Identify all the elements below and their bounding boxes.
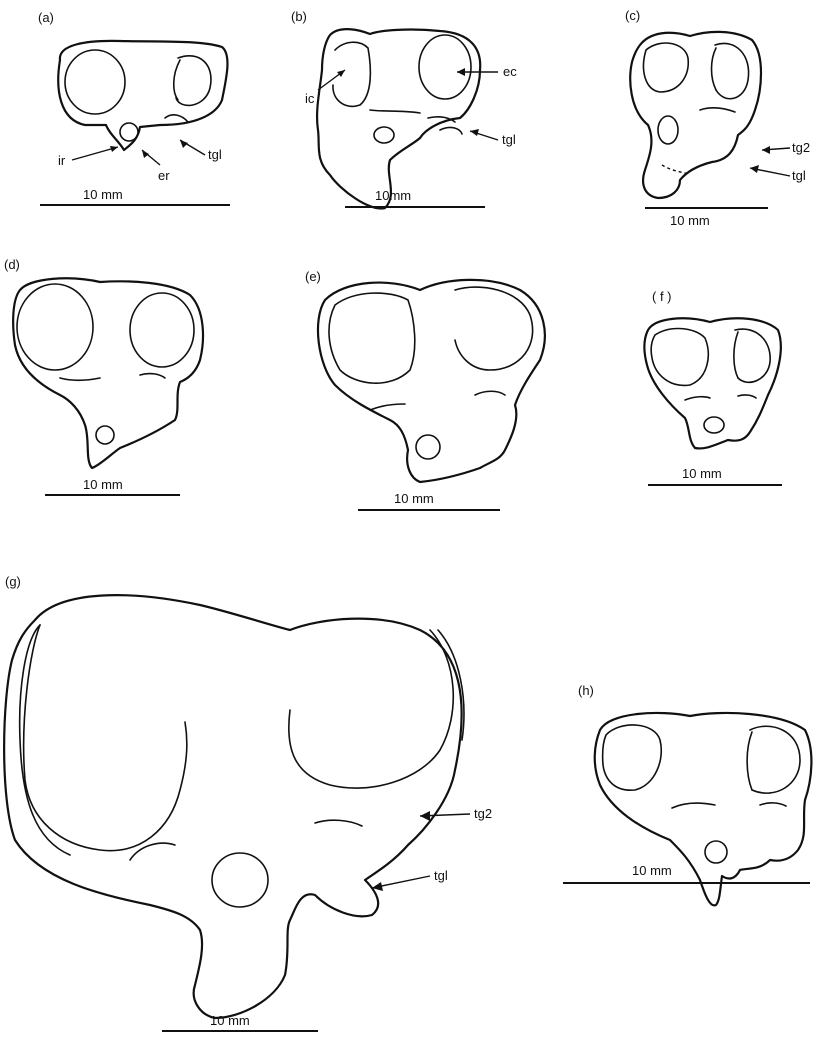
panel-c-foramen bbox=[658, 116, 678, 144]
panel-f-outline bbox=[644, 318, 780, 448]
panel-c-suture bbox=[662, 165, 690, 174]
panel-e-orbit-right bbox=[455, 287, 533, 370]
panel-a-label: (a) bbox=[38, 10, 54, 25]
panel-f-orbit-right-inner bbox=[734, 332, 738, 378]
panel-e-foramen bbox=[416, 435, 440, 459]
panel-g-tg2-arrowhead bbox=[420, 811, 430, 821]
panel-a-foramen bbox=[120, 123, 138, 141]
panel-a-tgl-arrowhead bbox=[180, 140, 188, 148]
panel-b-label: (b) bbox=[291, 9, 307, 24]
panel-b-outline bbox=[317, 29, 480, 208]
panel-b-ec-label: ec bbox=[503, 64, 517, 79]
panel-e: (e) 10 mm bbox=[305, 269, 545, 510]
panel-e-ridge-1 bbox=[370, 404, 405, 410]
panel-c: (c) tg2 tgl 10 mm bbox=[625, 8, 810, 228]
panel-d-ridge-1 bbox=[60, 378, 100, 380]
panel-d-foramen bbox=[96, 426, 114, 444]
panel-d-ridge-2 bbox=[140, 374, 165, 378]
panel-h-ridge-2 bbox=[760, 803, 786, 806]
panel-c-label: (c) bbox=[625, 8, 640, 23]
panel-g-orbit-left-inner bbox=[20, 625, 70, 855]
panel-d-orbit-right bbox=[130, 293, 194, 367]
panel-b-tg-line bbox=[440, 127, 462, 134]
panel-f-label: ( f ) bbox=[652, 289, 672, 304]
panel-e-scale-text: 10 mm bbox=[394, 491, 434, 506]
panel-g-orbit-right bbox=[289, 630, 453, 788]
panel-g-orbit-left bbox=[24, 625, 187, 851]
panel-h-outline bbox=[595, 713, 812, 905]
panel-b: (b) ic ec tgl 10mm bbox=[291, 9, 517, 208]
panel-c-tg2-arrowhead bbox=[762, 146, 770, 154]
panel-h-label: (h) bbox=[578, 683, 594, 698]
panel-a: (a) ir er tgl 10 mm bbox=[38, 10, 230, 205]
panel-h-orbit-left bbox=[603, 725, 662, 790]
panel-h-orbit-right-inner bbox=[747, 732, 752, 790]
panel-c-orbit-right bbox=[715, 43, 749, 98]
panel-f-ridge-1 bbox=[685, 397, 710, 400]
panel-c-orbit-right-inner bbox=[712, 48, 717, 90]
panel-d-outline bbox=[13, 278, 203, 468]
panel-f-scale-text: 10 mm bbox=[682, 466, 722, 481]
panel-h-ridge-1 bbox=[672, 803, 715, 808]
panel-a-outline bbox=[58, 41, 227, 150]
panel-e-label: (e) bbox=[305, 269, 321, 284]
panel-d: (d) 10 mm bbox=[4, 257, 203, 495]
panel-d-scale-text: 10 mm bbox=[83, 477, 123, 492]
panel-c-orbit-left bbox=[644, 43, 689, 92]
panel-h-scale-text: 10 mm bbox=[632, 863, 672, 878]
panel-g-tgl-label: tgl bbox=[434, 868, 448, 883]
panel-g: (g) tg2 tgl 10 mm bbox=[4, 574, 492, 1031]
panel-g-scale-text: 10 mm bbox=[210, 1013, 250, 1028]
panel-c-tgl-label: tgl bbox=[792, 168, 806, 183]
panel-b-foramen bbox=[374, 127, 394, 143]
panel-h-orbit-right bbox=[750, 726, 800, 793]
panel-c-tgl-arrowhead bbox=[750, 165, 759, 173]
panel-f-ridge-2 bbox=[738, 395, 756, 398]
panel-g-label: (g) bbox=[5, 574, 21, 589]
panel-g-ridge-2 bbox=[315, 820, 362, 826]
panel-c-outline bbox=[630, 32, 761, 198]
panel-c-ridge bbox=[700, 108, 735, 112]
panel-a-orbit-right-inner bbox=[174, 60, 180, 100]
panel-a-tg-line bbox=[165, 115, 188, 122]
panel-h: (h) 10 mm bbox=[563, 683, 811, 905]
panel-h-foramen bbox=[705, 841, 727, 863]
panel-b-tgl-label: tgl bbox=[502, 132, 516, 147]
panel-a-tgl-label: tgl bbox=[208, 147, 222, 162]
panel-e-orbit-left bbox=[329, 293, 415, 383]
panel-a-er-label: er bbox=[158, 168, 170, 183]
panel-b-ic-label: ic bbox=[305, 91, 315, 106]
panel-b-ic-arrowhead bbox=[337, 70, 345, 77]
panel-f: ( f ) 10 mm bbox=[644, 289, 782, 485]
panel-d-orbit-left bbox=[17, 284, 93, 370]
panel-b-ridge-1 bbox=[370, 110, 420, 113]
panel-f-orbit-left bbox=[651, 329, 708, 386]
panel-a-scale-text: 10 mm bbox=[83, 187, 123, 202]
panel-a-er-arrowhead bbox=[142, 150, 149, 158]
panel-e-outline bbox=[318, 280, 545, 482]
panel-a-orbit-left bbox=[65, 50, 125, 114]
panel-b-orbit-right bbox=[419, 35, 471, 99]
panel-c-scale-text: 10 mm bbox=[670, 213, 710, 228]
panel-d-label: (d) bbox=[4, 257, 20, 272]
panel-g-foramen bbox=[212, 853, 268, 907]
panel-b-ec-arrowhead bbox=[457, 68, 465, 76]
panel-a-orbit-right bbox=[176, 56, 211, 106]
panel-g-outline bbox=[4, 595, 461, 1018]
panel-b-scale-text: 10mm bbox=[375, 188, 411, 203]
panel-a-ir-arrowhead bbox=[110, 146, 118, 152]
panel-a-ir-label: ir bbox=[58, 153, 66, 168]
panel-c-tg2-label: tg2 bbox=[792, 140, 810, 155]
panel-b-ridge-2 bbox=[428, 117, 455, 122]
panel-e-ridge-2 bbox=[475, 391, 505, 395]
panel-f-orbit-right bbox=[735, 329, 770, 382]
panel-b-tgl-arrowhead bbox=[470, 129, 479, 136]
panel-f-foramen bbox=[704, 417, 724, 433]
panel-g-tg2-label: tg2 bbox=[474, 806, 492, 821]
